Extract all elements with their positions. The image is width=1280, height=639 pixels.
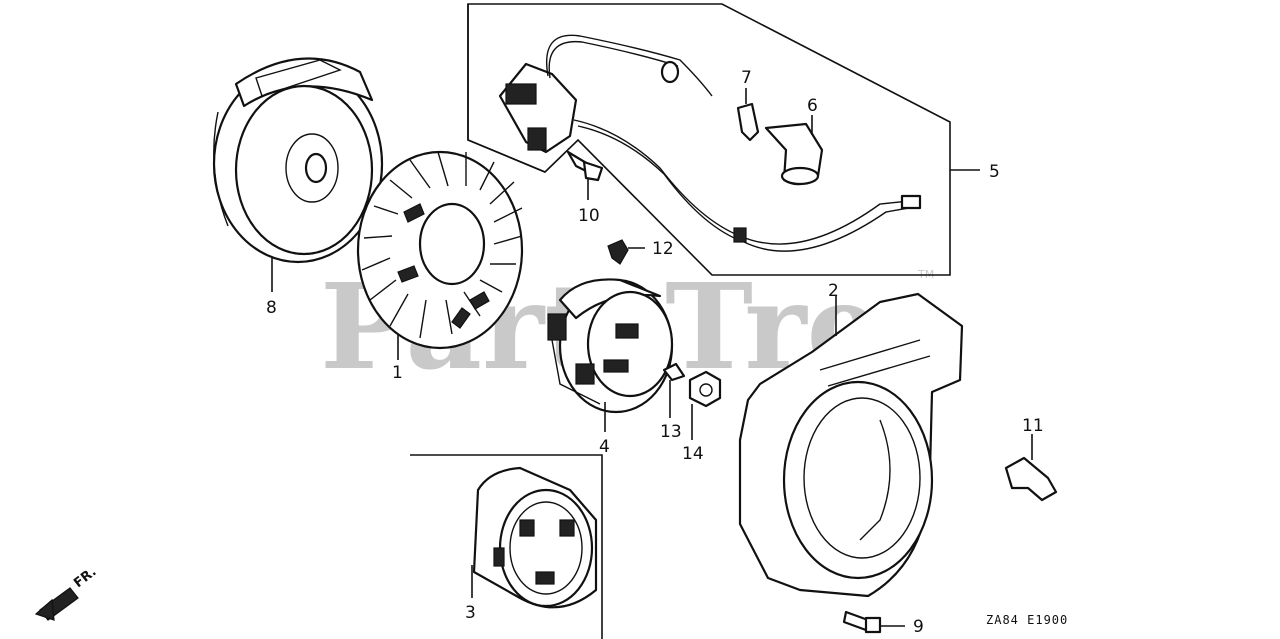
clip-icon (736, 102, 760, 142)
bracket-icon (1004, 456, 1058, 502)
callout-2: 2 (828, 281, 839, 301)
front-indicator-label: FR. (71, 565, 99, 592)
callout-13: 13 (660, 422, 682, 442)
bolt-icon (842, 610, 882, 634)
callout-7: 7 (741, 68, 752, 88)
callout-labels: 1 2 3 4 5 6 7 8 9 10 11 12 13 14 (266, 68, 1044, 637)
callout-8: 8 (266, 298, 277, 318)
group-3-frame (410, 454, 603, 639)
cover-icon (738, 292, 964, 598)
callout-6: 6 (807, 96, 818, 116)
callout-12: 12 (652, 239, 674, 259)
callout-3: 3 (465, 603, 476, 623)
fan-icon (356, 150, 524, 350)
callout-4: 4 (599, 437, 610, 457)
callout-14: 14 (682, 444, 704, 464)
front-arrow-icon: FR. (34, 565, 99, 621)
callout-11: 11 (1022, 416, 1044, 436)
pulley-icon (547, 278, 674, 414)
callout-5: 5 (989, 162, 1000, 182)
callout-9: 9 (913, 617, 924, 637)
callout-1: 1 (392, 363, 403, 383)
drawing-code: ZA84 E1900 (986, 613, 1068, 627)
nut-icon (688, 370, 722, 408)
group-5-frame-outline (467, 3, 951, 276)
key-icon (662, 362, 686, 382)
flywheel-icon (212, 57, 384, 264)
callout-10: 10 (578, 206, 600, 226)
plug-cap-icon (764, 122, 824, 186)
clamp-icon (607, 239, 629, 265)
cup-icon (472, 466, 598, 609)
coil-icon (498, 34, 922, 252)
bolt-icon (566, 150, 604, 182)
